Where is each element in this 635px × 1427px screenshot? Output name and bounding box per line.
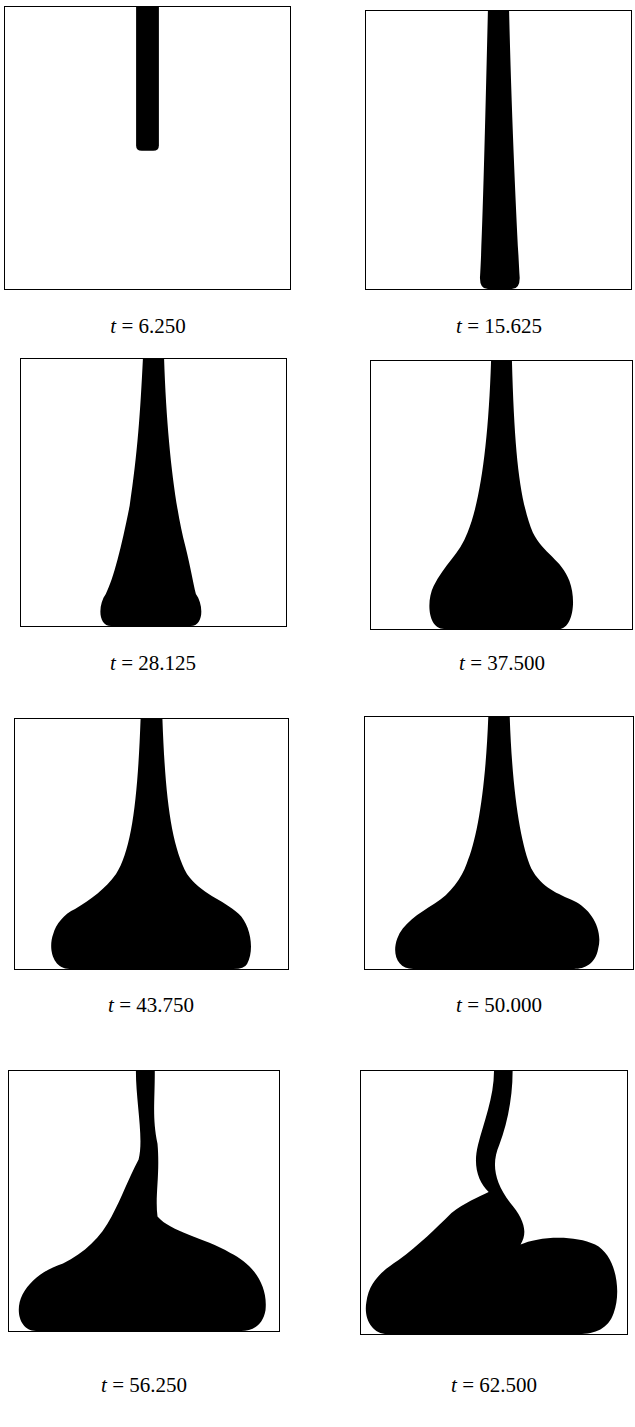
jet-panel: [4, 6, 291, 290]
time-label: t = 15.625: [456, 314, 542, 338]
jet-panel: [370, 360, 633, 630]
time-label: t = 50.000: [456, 993, 542, 1017]
jet-panel: [20, 358, 287, 627]
fluid-jet: [19, 1071, 266, 1331]
jet-panel: [14, 718, 289, 970]
time-label: t = 6.250: [110, 314, 185, 338]
time-label: t = 37.500: [459, 651, 545, 675]
jet-panel: [8, 1070, 280, 1332]
fluid-jet: [395, 717, 599, 969]
time-label: t = 28.125: [110, 651, 196, 675]
fluid-jet: [366, 1071, 617, 1334]
jet-panel: [364, 716, 634, 970]
fluid-jet: [429, 361, 573, 629]
time-label: t = 43.750: [108, 993, 194, 1017]
fluid-jet: [51, 719, 251, 969]
time-label: t = 56.250: [101, 1373, 187, 1397]
fluid-jet: [480, 11, 520, 289]
fluid-jet: [136, 7, 159, 151]
jet-panel: [365, 10, 632, 290]
time-label: t = 62.500: [451, 1373, 537, 1397]
fluid-jet: [100, 359, 201, 626]
jet-panel: [360, 1070, 628, 1335]
